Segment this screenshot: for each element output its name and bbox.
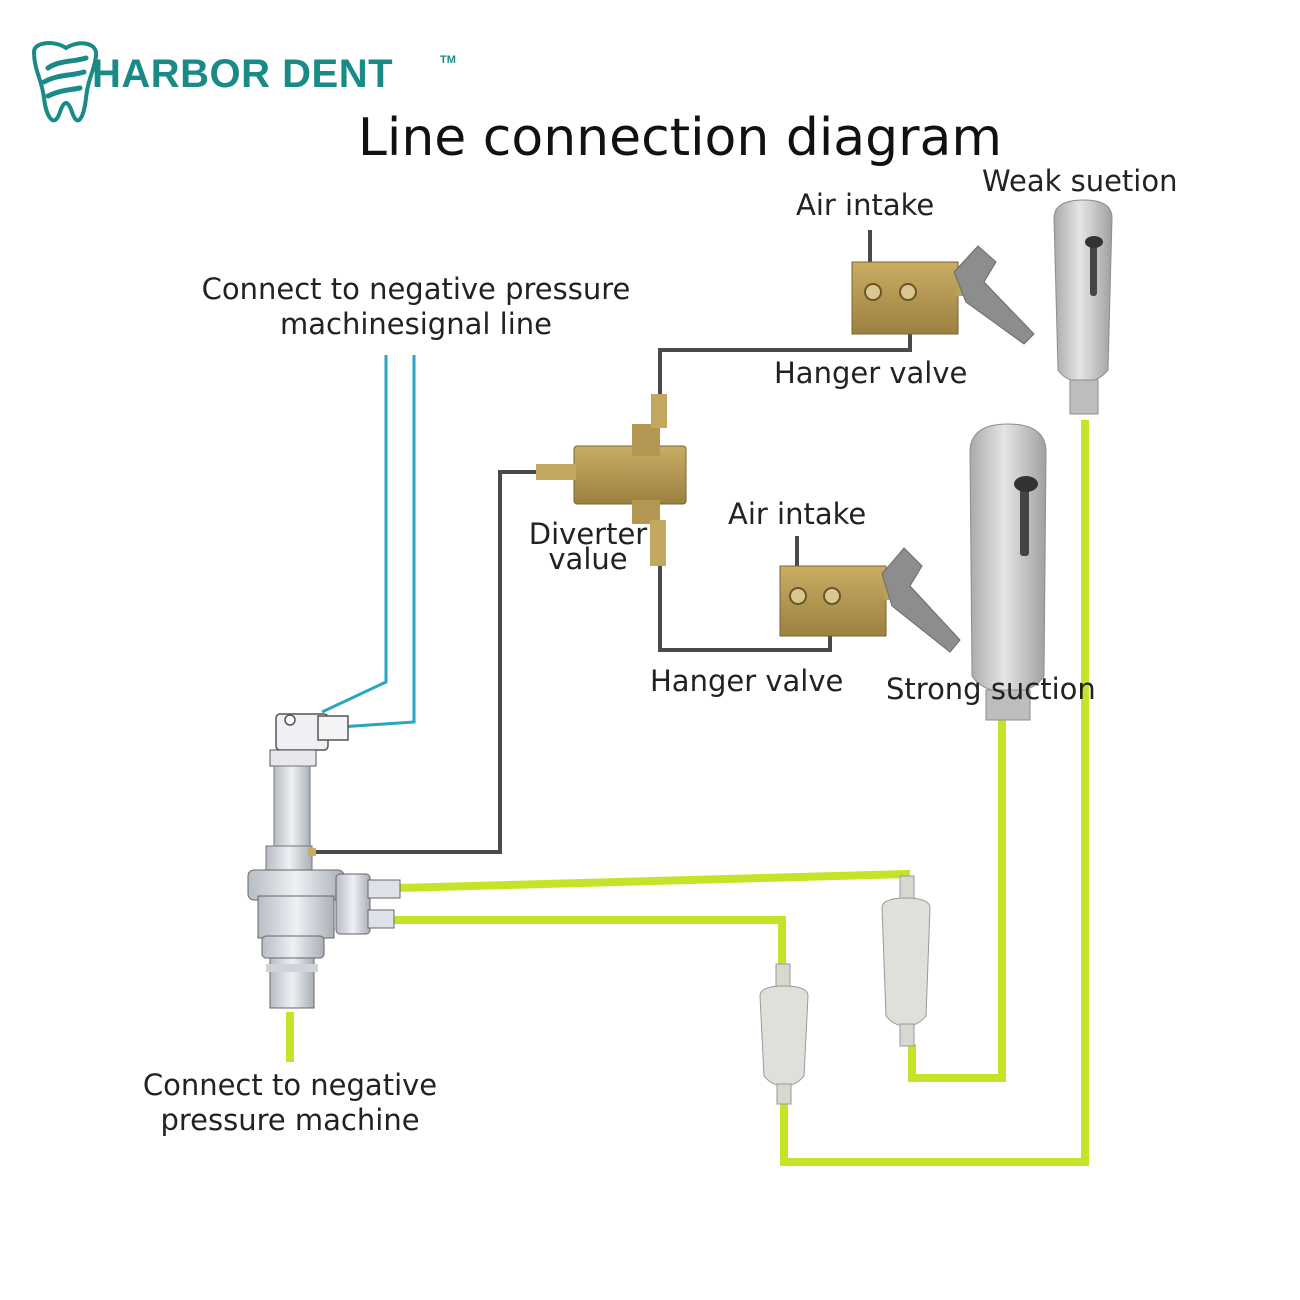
label-connect-machine: Connect to negative pressure machine: [112, 1068, 468, 1138]
brand-logo: [26, 38, 486, 134]
signal-line-1: [321, 355, 388, 714]
diverter-valve: [536, 394, 687, 566]
label-air-intake-bottom: Air intake: [728, 497, 867, 531]
label-strong-suction: Strong suction: [886, 672, 1096, 706]
brand-trademark: TM: [440, 54, 456, 66]
label-connect-machine-1: Connect to negative: [142, 1068, 438, 1102]
hanger-valve-bottom: [779, 547, 961, 653]
label-air-intake-top: Air intake: [796, 188, 935, 222]
label-weak-suction: Weak suetion: [982, 164, 1178, 198]
label-connect-signal-line-1: Connect to negative pressure: [201, 272, 631, 306]
label-diverter-valve-2: value: [548, 541, 628, 576]
tube-to-filter-right: [397, 869, 910, 892]
tube-filter-left-to-weak: [780, 420, 1089, 1166]
label-diverter-valve: Diverter value: [518, 517, 658, 576]
filter-left: [759, 963, 809, 1105]
hanger-valve-top: [851, 245, 1035, 345]
strong-suction-handpiece: [969, 423, 1047, 721]
tube-to-filter-left: [392, 916, 786, 966]
label-connect-signal-line-2: machinesignal line: [280, 306, 552, 341]
signal-lines: [321, 355, 416, 729]
signal-line-2: [339, 355, 416, 729]
tooth-logo-icon: [31, 41, 99, 123]
vacuum-valve-assembly: [247, 713, 401, 1009]
tube-filter-right-to-strong: [908, 720, 1006, 1082]
page-title: Line connection diagram: [357, 108, 1003, 168]
label-hanger-valve-top: Hanger valve: [774, 356, 968, 390]
brand-name: HARBOR DENT: [92, 52, 394, 96]
label-connect-signal-line: Connect to negative pressure machinesign…: [162, 272, 670, 342]
label-hanger-valve-bottom: Hanger valve: [650, 664, 844, 698]
suction-tubes: [286, 420, 1089, 1166]
filter-right: [881, 875, 931, 1047]
label-diverter-valve-1: Diverter: [528, 517, 648, 551]
air-line-main: [314, 470, 538, 854]
weak-suction-handpiece: [1053, 199, 1113, 415]
label-connect-machine-2: pressure machine: [160, 1102, 420, 1137]
